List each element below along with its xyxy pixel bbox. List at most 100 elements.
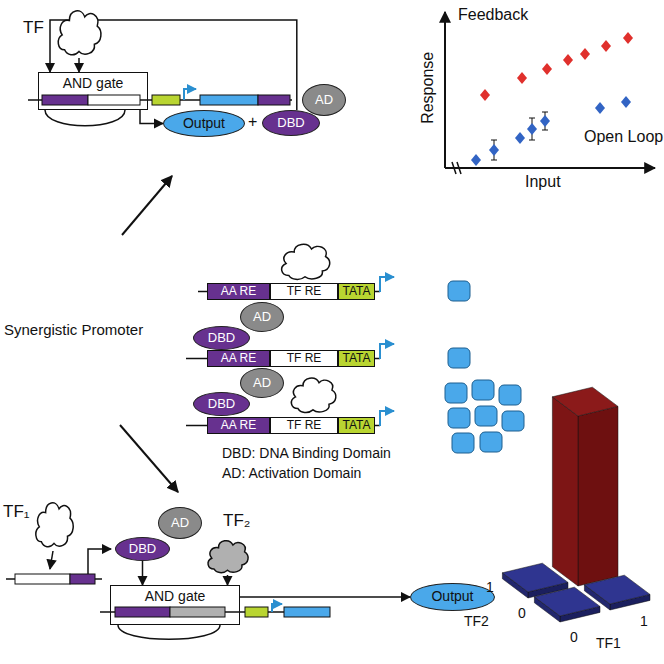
transcription-factor: TF₁ <box>33 495 75 550</box>
response-plot <box>527 123 537 135</box>
output-proteins <box>472 380 494 400</box>
and-gate-box: AND gate <box>38 72 148 110</box>
connector-arrow <box>227 575 229 585</box>
output-proteins <box>480 432 502 452</box>
response-plot <box>445 167 655 169</box>
axis-title: Input <box>525 173 561 191</box>
node-text: TF₂ <box>223 512 250 531</box>
response-plot <box>480 89 490 101</box>
top-promoter <box>45 110 125 126</box>
node-text: DBD <box>129 542 156 556</box>
bar-chart <box>534 587 600 616</box>
node-text: AND gate <box>63 76 124 91</box>
top-promoter <box>258 95 290 105</box>
top-promoter <box>184 89 196 100</box>
output-proteins <box>452 433 474 453</box>
plus-sign: + <box>248 113 257 131</box>
output-proteins <box>445 281 524 453</box>
response-plot <box>452 162 461 174</box>
cloud-shape <box>33 495 75 550</box>
promoter-rows <box>380 344 394 359</box>
cloud-shape <box>205 535 250 575</box>
response-element: TF RE <box>270 350 338 367</box>
bottom-promoters <box>15 574 70 584</box>
promoter-rows <box>186 244 394 426</box>
response-plot <box>595 102 605 114</box>
top-promoter <box>152 95 180 105</box>
response-plot <box>515 132 525 144</box>
bar-chart <box>502 387 650 622</box>
node-text: AND gate <box>145 589 206 604</box>
dna-binding-domain: DBD <box>193 326 250 350</box>
bottom-promoters <box>70 574 95 584</box>
response-element: AA RE <box>207 283 270 300</box>
top-promoter <box>200 95 258 105</box>
promoter-rows <box>291 378 335 412</box>
response-plot <box>445 12 655 174</box>
dna-binding-domain: DBD <box>262 110 320 136</box>
dna-binding-domain: DBD <box>193 392 250 416</box>
bottom-promoters <box>284 607 330 617</box>
top-promoter <box>88 95 140 105</box>
axis-title: TF2 <box>464 614 489 629</box>
bottom-promoters <box>170 607 225 617</box>
bottom-promoters <box>88 549 111 574</box>
node-text: DBD <box>208 331 235 345</box>
cloud-shape <box>55 3 103 58</box>
tata-box: TATA <box>338 417 375 434</box>
node-text: Output <box>431 589 473 604</box>
activation-domain: AD <box>158 507 202 539</box>
output-proteins <box>445 383 467 403</box>
promoter-rows <box>282 244 330 279</box>
dna-binding-domain: DBD <box>115 537 170 561</box>
output-proteins <box>502 411 524 431</box>
output-proteins <box>448 408 470 428</box>
cloud-outline <box>208 541 248 573</box>
response-plot <box>517 72 527 84</box>
response-plot <box>621 96 631 108</box>
bar-chart <box>552 387 618 416</box>
branch-arrows <box>122 176 172 235</box>
bottom-promoters <box>6 549 330 639</box>
bar-chart <box>578 406 618 586</box>
top-promoter <box>42 95 88 105</box>
node-text: DBD <box>277 116 304 130</box>
tata-box: TATA <box>338 350 375 367</box>
output-proteins <box>448 348 470 368</box>
output-protein: Output <box>410 583 495 611</box>
node-text: TF₁ <box>3 503 30 522</box>
tick-label: 0 <box>518 606 526 621</box>
connector-arrow <box>142 561 144 585</box>
transcription-factor: TF <box>55 3 103 58</box>
cloud-outline <box>36 503 73 547</box>
bar-chart <box>584 575 650 604</box>
bottom-promoters <box>118 625 220 639</box>
response-plot <box>471 154 481 166</box>
axis-title: Response <box>419 48 437 128</box>
node-text: TF RE <box>287 352 322 365</box>
bottom-promoters <box>272 604 282 612</box>
node-text: TATA <box>343 285 371 298</box>
connector-arrow <box>240 596 410 598</box>
response-plot <box>623 32 633 44</box>
response-element: AA RE <box>207 417 270 434</box>
series-label: Feedback <box>458 6 528 24</box>
key-note: DBD: DNA Binding Domain <box>222 446 391 461</box>
and-gate-box: AND gate <box>110 585 240 625</box>
response-plot <box>580 48 590 60</box>
node-text: TF <box>23 19 44 38</box>
response-plot <box>540 115 550 127</box>
response-element: TF RE <box>270 417 338 434</box>
node-text: TF RE <box>287 419 322 432</box>
response-plot <box>444 12 446 168</box>
activation-domain: AD <box>302 84 346 116</box>
response-plot <box>542 63 552 75</box>
node-text: AA RE <box>221 285 256 298</box>
node-text: AA RE <box>221 419 256 432</box>
node-text: TF RE <box>287 285 322 298</box>
promoter-rows <box>380 277 394 292</box>
output-proteins <box>475 406 497 426</box>
tick-label: 0 <box>570 630 578 645</box>
node-text: Output <box>183 116 225 131</box>
